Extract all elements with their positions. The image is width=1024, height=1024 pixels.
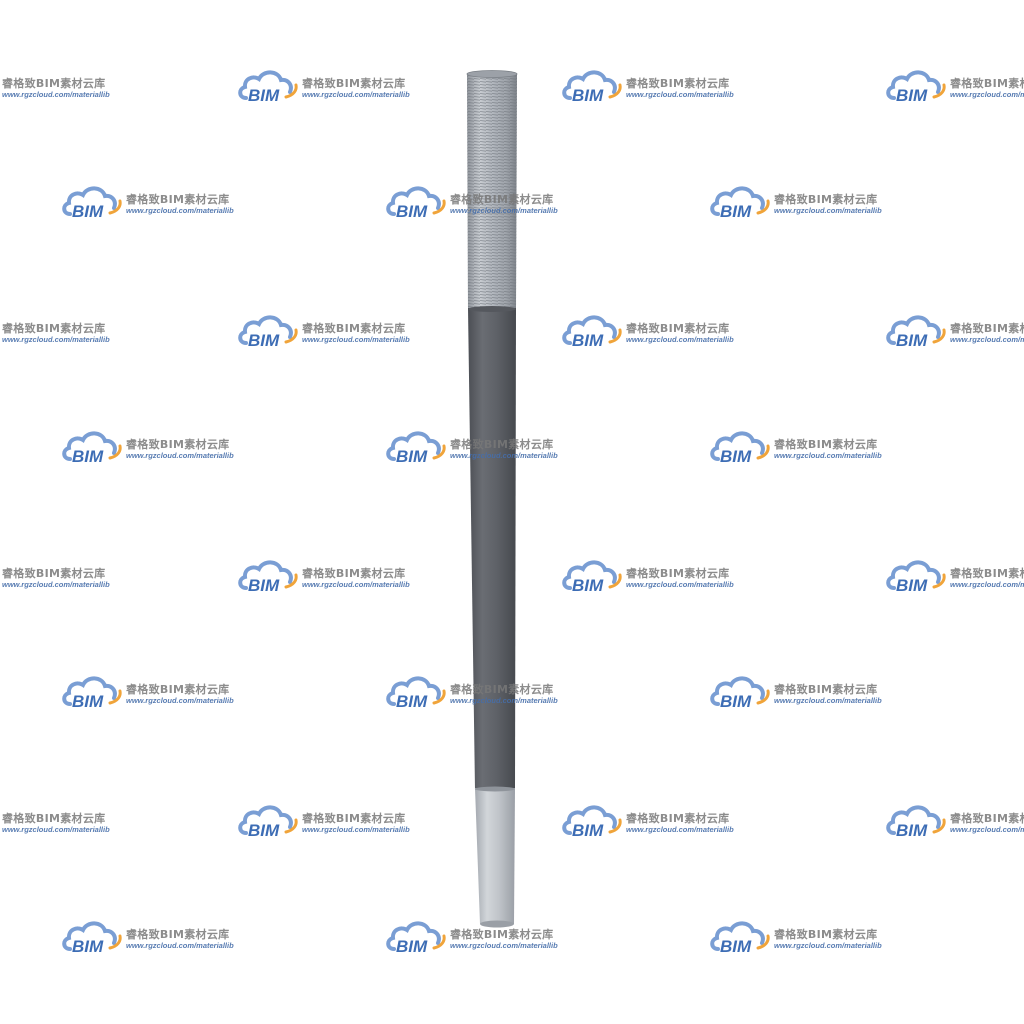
shaft-section <box>468 306 516 790</box>
end-section <box>475 786 515 928</box>
thread-section <box>466 70 518 310</box>
